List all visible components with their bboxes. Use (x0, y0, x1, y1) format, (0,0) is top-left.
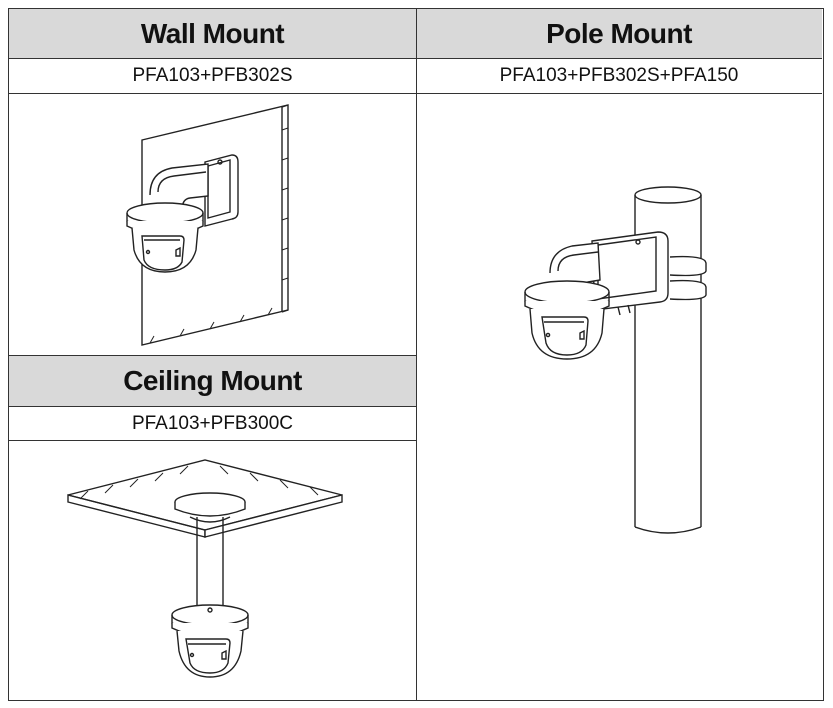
ceiling-mount-illustration (60, 455, 360, 695)
wall-mount-header: Wall Mount (9, 9, 416, 59)
wall-mount-model-cell: PFA103+PFB302S (9, 59, 416, 94)
pole-mount-model: PFA103+PFB302S+PFA150 (499, 65, 739, 86)
pole-mount-title: Pole Mount (546, 17, 692, 49)
ceiling-mount-model: PFA103+PFB300C (131, 412, 294, 434)
ceiling-mount-title: Ceiling Mount (123, 365, 302, 396)
ceiling-mount-header: Ceiling Mount (9, 355, 416, 407)
mount-options-table: Wall Mount Pole Mount PFA103+PFB302S PFA… (8, 8, 824, 701)
pole-mount-model-cell: PFA103+PFB302S+PFA150 (416, 59, 822, 94)
pole-mount-header: Pole Mount (416, 9, 822, 59)
ceiling-mount-model-cell: PFA103+PFB300C (9, 407, 416, 441)
pole-mount-illustration (520, 185, 720, 540)
wall-mount-model: PFA103+PFB302S (132, 65, 293, 86)
wall-mount-illustration (110, 100, 310, 350)
wall-mount-title: Wall Mount (140, 17, 285, 49)
column-divider (416, 9, 417, 700)
